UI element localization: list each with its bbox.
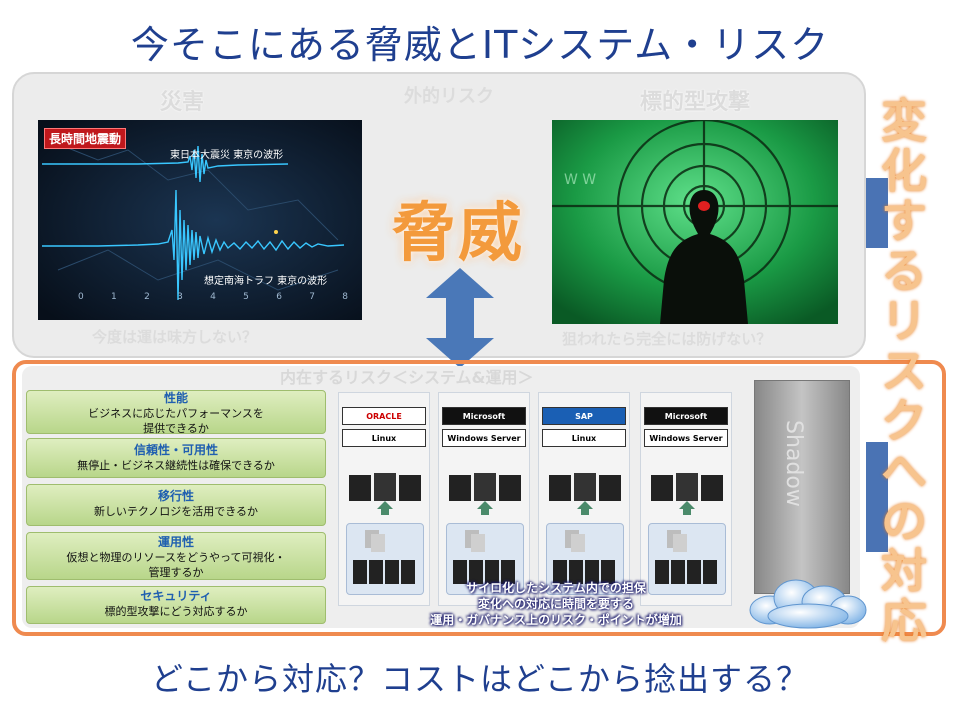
system-column-sap: SAP Linux bbox=[538, 392, 630, 606]
storage-disks-icon bbox=[655, 530, 717, 584]
storage-bay bbox=[346, 523, 424, 595]
quake-tick: 8 bbox=[342, 292, 348, 302]
internal-risk-panel bbox=[12, 360, 946, 636]
double-arrow-icon bbox=[426, 268, 494, 368]
server-rack-icon bbox=[449, 473, 521, 515]
quake-tick-row: 0 1 2 3 4 5 6 7 8 bbox=[78, 292, 348, 302]
quake-tick: 1 bbox=[111, 292, 117, 302]
svg-text:W W: W W bbox=[564, 172, 596, 188]
category-description: 新しいテクノロジを活用できるか bbox=[93, 505, 259, 518]
earthquake-waveform-image: 長時間地震動 東日本大震災 東京の波形 想定南海トラフ 東京の波形 0 1 2 … bbox=[38, 120, 362, 320]
disaster-label: 災害 bbox=[160, 90, 205, 115]
side-vertical-heading: 変化するリスクへの対応 bbox=[881, 94, 927, 648]
category-heading: 性能 bbox=[163, 391, 188, 405]
system-column-microsoft-2: Microsoft Windows Server bbox=[640, 392, 732, 606]
category-description: 標的型攻撃にどう対応するか bbox=[104, 605, 248, 618]
category-description: 仮想と物理のリソースをどうやって可視化・ 管理するか bbox=[66, 551, 286, 579]
server-rack-icon bbox=[349, 473, 421, 515]
category-description: 無停止・ビジネス継続性は確保できるか bbox=[77, 459, 275, 472]
oracle-logo: ORACLE DATABASE bbox=[342, 407, 426, 439]
microsoft-logo: Microsoft bbox=[644, 407, 728, 425]
category-heading: 信頼性・可用性 bbox=[133, 443, 218, 457]
cloud-icon bbox=[749, 579, 867, 629]
quake-tick: 6 bbox=[276, 292, 282, 302]
category-heading: 移行性 bbox=[157, 489, 194, 503]
quake-badge: 長時間地震動 bbox=[44, 128, 127, 149]
category-migration: 移行性 新しいテクノロジを活用できるか bbox=[26, 484, 326, 526]
category-security: セキュリティ 標的型攻撃にどう対応するか bbox=[26, 586, 326, 624]
waveform-graphic bbox=[38, 120, 362, 320]
targeted-attack-label: 標的型攻撃 bbox=[640, 90, 751, 115]
quake-tick: 2 bbox=[144, 292, 150, 302]
storage-bay bbox=[546, 523, 624, 595]
storage-disks-icon bbox=[553, 530, 615, 584]
windows-server-logo: Windows Server bbox=[644, 429, 728, 447]
targeted-attack-image: W W bbox=[552, 120, 838, 324]
quake-tick: 7 bbox=[309, 292, 315, 302]
quake-label-bottom: 想定南海トラフ 東京の波形 bbox=[204, 276, 328, 287]
targeted-caption: 狙われたら完全には防げない？ bbox=[562, 330, 772, 348]
linux-logo: Linux bbox=[542, 429, 626, 447]
category-reliability: 信頼性・可用性 無停止・ビジネス継続性は確保できるか bbox=[26, 438, 326, 478]
silo-summary: サイロ化したシステム内での担保 変化への対応に時間を要する 運用・ガバナンス上の… bbox=[386, 580, 726, 628]
storage-disks-icon bbox=[353, 530, 415, 584]
shadow-label: Shadow bbox=[781, 420, 806, 507]
category-performance: 性能 ビジネスに応じたパフォーマンスを 提供できるか bbox=[26, 390, 326, 435]
storage-disks-icon bbox=[453, 530, 515, 584]
external-risk-label: 外的リスク bbox=[404, 86, 494, 107]
silo-line: 運用・ガバナンス上のリスク・ポイントが増加 bbox=[430, 613, 682, 627]
linux-logo: Linux bbox=[342, 429, 426, 447]
storage-bay bbox=[446, 523, 524, 595]
server-rack-icon bbox=[651, 473, 723, 515]
quake-tick: 0 bbox=[78, 292, 84, 302]
windows-server-logo: Windows Server bbox=[442, 429, 526, 447]
category-heading: セキュリティ bbox=[140, 589, 212, 603]
sap-logo: SAP bbox=[542, 407, 626, 425]
side-accent-bar bbox=[866, 442, 888, 552]
silo-line: 変化への対応に時間を要する bbox=[477, 597, 634, 611]
storage-bay bbox=[648, 523, 726, 595]
quake-tick: 3 bbox=[177, 292, 183, 302]
server-rack-icon bbox=[549, 473, 621, 515]
shadow-it-box bbox=[754, 380, 850, 594]
quake-tick: 4 bbox=[210, 292, 216, 302]
silo-line: サイロ化したシステム内での担保 bbox=[466, 581, 646, 595]
footer-question: どこから対応？コストはどこから捻出する？ bbox=[150, 660, 810, 698]
category-heading: 運用性 bbox=[157, 535, 194, 549]
quake-tick: 5 bbox=[243, 292, 249, 302]
system-column-oracle: ORACLE DATABASE Linux bbox=[338, 392, 430, 606]
internal-risk-label: 内在するリスク＜システム&運用＞ bbox=[280, 368, 534, 387]
threat-heading: 脅威 bbox=[392, 197, 524, 271]
target-graphic: W W bbox=[552, 120, 838, 324]
microsoft-logo: Microsoft bbox=[442, 407, 526, 425]
disaster-caption: 今度は運は味方しない？ bbox=[92, 328, 258, 346]
category-operability: 運用性 仮想と物理のリソースをどうやって可視化・ 管理するか bbox=[26, 532, 326, 580]
page-title: 今そこにある脅威とITシステム・リスク bbox=[130, 23, 830, 67]
category-description: ビジネスに応じたパフォーマンスを 提供できるか bbox=[88, 407, 264, 435]
side-accent-bar bbox=[866, 178, 888, 248]
quake-label-top: 東日本大震災 東京の波形 bbox=[170, 150, 284, 161]
system-column-microsoft-1: Microsoft Windows Server bbox=[438, 392, 530, 606]
